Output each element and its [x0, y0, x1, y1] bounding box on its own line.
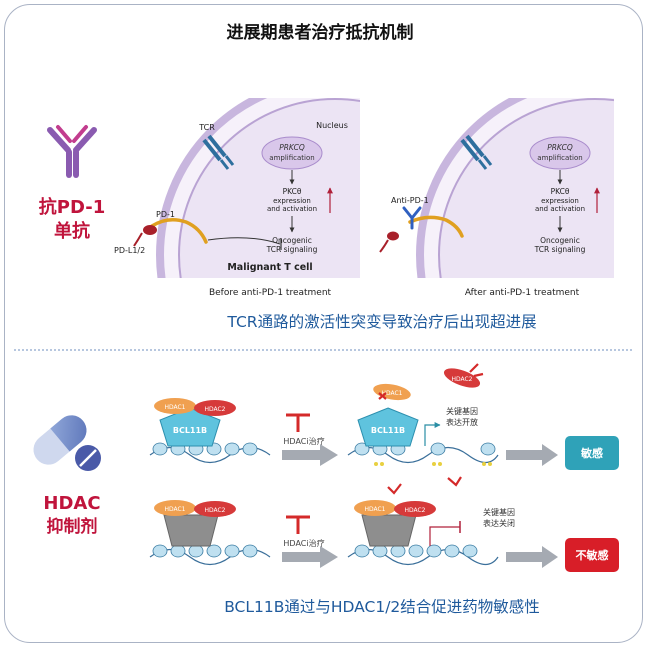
panel-after: PRKCQ amplification PKCθ expression and … [380, 80, 649, 430]
before-caption: Before anti-PD-1 treatment [209, 288, 332, 298]
prkcq-label: PRKCQ [279, 143, 305, 152]
sensitive-label: 敏感 [580, 446, 603, 460]
row2-gene-label: 关键基因 [483, 507, 515, 517]
hdac2-label-row2-after: HDAC2 [404, 507, 425, 514]
anti-pd1-label: 抗PD-1 [39, 196, 105, 218]
bottom-conclusion: BCL11B通过与HDAC1/2结合促进药物敏感性 [224, 598, 540, 616]
figure-title: 进展期患者治疗抵抗机制 [227, 22, 414, 43]
capsule-pill-icon [27, 409, 101, 471]
hdac2-label-row2: HDAC2 [204, 507, 225, 514]
hdac1-label: HDAC1 [164, 404, 185, 411]
tcr-signaling-label: TCR signaling [266, 245, 318, 254]
hdac1-label-row2: HDAC1 [164, 506, 185, 513]
row1-treatment-arrow [282, 444, 338, 466]
row1-after-complex: BCL11B HDAC1 HDAC2 关键基因 表达开放 [348, 364, 498, 466]
row2-before-complex: HDAC1 HDAC2 [150, 500, 270, 565]
hdac2-label-after: HDAC2 [451, 376, 472, 383]
malignant-cell-label: Malignant T cell [227, 262, 312, 273]
pdl-label: PD-L1/2 [114, 246, 145, 255]
inhibitor-t-icon-row2 [286, 517, 310, 534]
pd1-label: PD-1 [156, 210, 175, 219]
bcl11b-label: BCL11B [173, 426, 207, 435]
anti-pd1-bound-label: Anti-PD-1 [391, 196, 429, 205]
row2-treatment-arrow [282, 546, 338, 568]
row2-gene-label-2: 表达关闭 [483, 518, 515, 528]
bcl11b-label-after: BCL11B [371, 426, 405, 435]
nucleus-label: Nucleus [316, 121, 348, 130]
tcr-label: TCR [198, 123, 215, 132]
antibody-icon [50, 127, 94, 175]
prkcq-label-after: PRKCQ [547, 143, 573, 152]
pkc-activation-label-after: and activation [535, 205, 585, 213]
pkc-expression-label-after: expression [541, 197, 579, 205]
amplification-label: amplification [269, 154, 314, 162]
row1-before-complex: BCL11B HDAC1 HDAC2 [150, 398, 270, 463]
anti-pd1-label-2: 单抗 [54, 220, 90, 242]
pkc-label-after: PKCθ [551, 187, 570, 196]
row2-after-complex: HDAC1 HDAC2 关键基因 表达关闭 [348, 477, 515, 565]
pkc-label: PKCθ [283, 187, 302, 196]
inhibitor-t-icon [286, 415, 310, 432]
row1-gene-label-2: 表达开放 [446, 417, 478, 427]
hdac-inhibitor-label: HDAC [43, 493, 100, 514]
insensitive-label: 不敏感 [576, 548, 609, 562]
row1-gene-label: 关键基因 [446, 406, 478, 416]
row1-treatment-label: HDACi治疗 [283, 436, 324, 446]
row2-treatment-label: HDACi治疗 [283, 538, 324, 548]
tcr-signaling-label-after: TCR signaling [534, 245, 586, 254]
row1-result-arrow [506, 444, 558, 466]
amplification-label-after: amplification [537, 154, 582, 162]
oncogenic-label-after: Oncogenic [540, 236, 580, 245]
top-conclusion: TCR通路的激活性突变导致治疗后出现超进展 [226, 313, 536, 331]
pkc-expression-label: expression [273, 197, 311, 205]
hdac-inhibitor-label-2: 抑制剂 [47, 516, 98, 537]
hdac1-label-row2-after: HDAC1 [364, 506, 385, 513]
after-caption: After anti-PD-1 treatment [465, 288, 580, 298]
pkc-activation-label: and activation [267, 205, 317, 213]
hdac2-label: HDAC2 [204, 406, 225, 413]
row2-result-arrow [506, 546, 558, 568]
